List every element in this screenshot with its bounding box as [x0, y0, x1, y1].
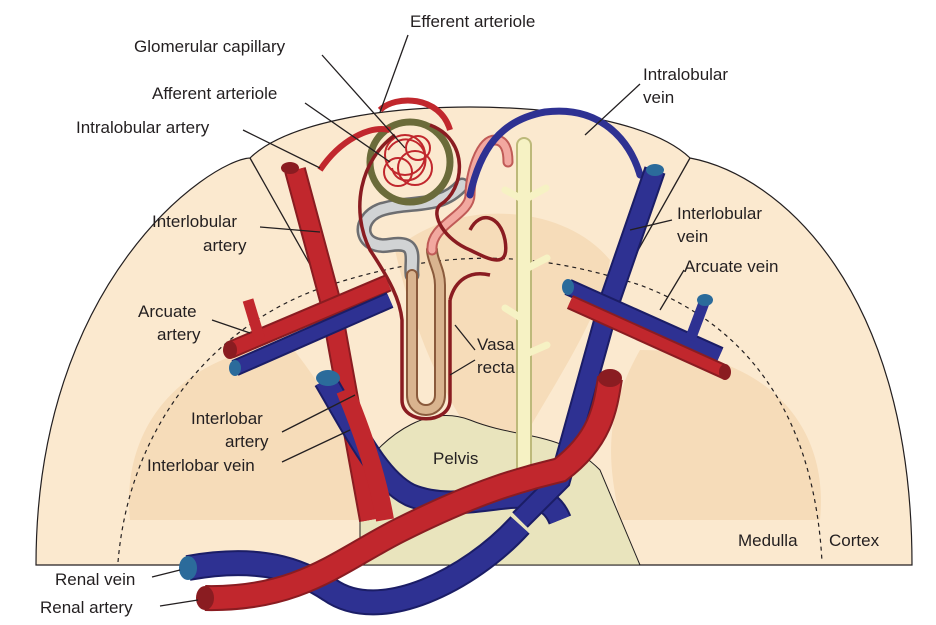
medulla-pyramid-right [611, 350, 821, 520]
label-intralobular-artery: Intralobular artery [76, 118, 210, 137]
label-efferent-arteriole: Efferent arteriole [410, 12, 535, 31]
label-interlobular-vein-line2: vein [677, 227, 708, 246]
corticomedullary-boundary [117, 257, 823, 563]
label-interlobular-vein-line1: Interlobular [677, 204, 762, 223]
label-vasa-recta-line1: Vasa [477, 335, 515, 354]
medulla-pyramid-center [395, 213, 610, 470]
intralobular-vein [466, 107, 644, 199]
right-venous-tree [512, 164, 724, 528]
renal-vessels [179, 369, 623, 616]
label-pelvis: Pelvis [433, 449, 478, 468]
nephron [356, 118, 514, 416]
label-arcuate-artery-line1: Arcuate [138, 302, 197, 321]
label-medulla: Medulla [738, 531, 798, 550]
peritubular-capillaries [358, 123, 508, 421]
label-vasa-recta-line2: recta [477, 358, 515, 377]
label-interlobular-artery-line1: Interlobular [152, 212, 237, 231]
label-intralobular-vein-line1: Intralobular [643, 65, 728, 84]
glomerulus [383, 134, 433, 187]
label-intralobular-vein-line2: vein [643, 88, 674, 107]
label-glomerular-capillary: Glomerular capillary [134, 37, 286, 56]
label-interlobular-artery-line2: artery [203, 236, 247, 255]
afferent-arteriole-vessel [317, 126, 391, 172]
label-interlobar-artery-line1: Interlobar [191, 409, 263, 428]
label-afferent-arteriole: Afferent arteriole [152, 84, 277, 103]
interlobar-artery-vessel [336, 386, 394, 522]
collecting-duct [501, 137, 551, 513]
leader-lines [151, 34, 685, 607]
kidney-tissue [35, 106, 913, 566]
labels: Efferent arteriole Glomerular capillary … [40, 12, 880, 617]
label-cortex: Cortex [829, 531, 880, 550]
label-arcuate-artery-line2: artery [157, 325, 201, 344]
efferent-arteriole-vessel [377, 97, 453, 132]
label-interlobar-artery-line2: artery [225, 432, 269, 451]
label-renal-artery: Renal artery [40, 598, 133, 617]
label-renal-vein: Renal vein [55, 570, 135, 589]
label-arcuate-vein: Arcuate vein [684, 257, 779, 276]
label-interlobar-vein: Interlobar vein [147, 456, 255, 475]
right-arterial-tree [566, 295, 731, 380]
